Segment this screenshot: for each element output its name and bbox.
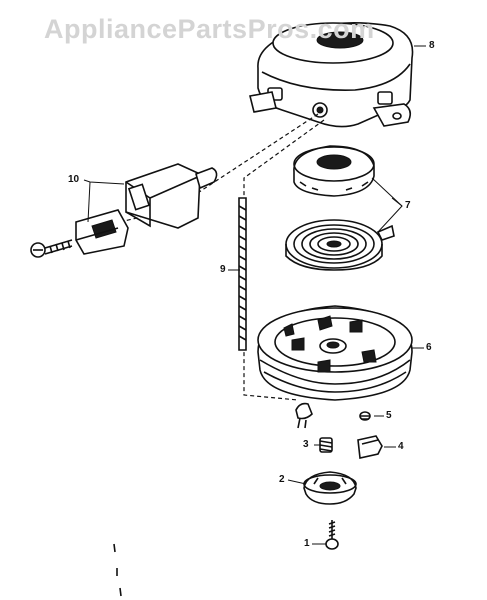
starter-rope xyxy=(238,197,247,351)
callout-5: 5 xyxy=(386,410,392,421)
pivot-screw xyxy=(295,402,313,429)
callout-9: 9 xyxy=(220,264,226,275)
callout-6: 6 xyxy=(426,342,432,353)
callout-3: 3 xyxy=(303,439,309,450)
retainer-cup xyxy=(303,471,357,505)
brake-spring xyxy=(319,437,333,453)
callout-2: 2 xyxy=(279,474,285,485)
handle-retainer xyxy=(75,209,129,255)
callout-10: 10 xyxy=(68,174,80,185)
retainer-screw xyxy=(30,239,73,258)
callout-1: 1 xyxy=(304,538,310,549)
starter-housing xyxy=(249,22,414,128)
spring-cup xyxy=(293,145,375,197)
callout-4: 4 xyxy=(398,441,404,452)
callout-8: 8 xyxy=(429,40,435,51)
center-screw xyxy=(325,520,339,550)
recoil-spring xyxy=(285,219,395,271)
pulley xyxy=(257,305,413,401)
pawl xyxy=(357,435,383,459)
leader-lines xyxy=(83,45,426,545)
starter-handle xyxy=(125,163,218,229)
callout-7: 7 xyxy=(405,200,411,211)
pawl-spring xyxy=(359,411,371,421)
